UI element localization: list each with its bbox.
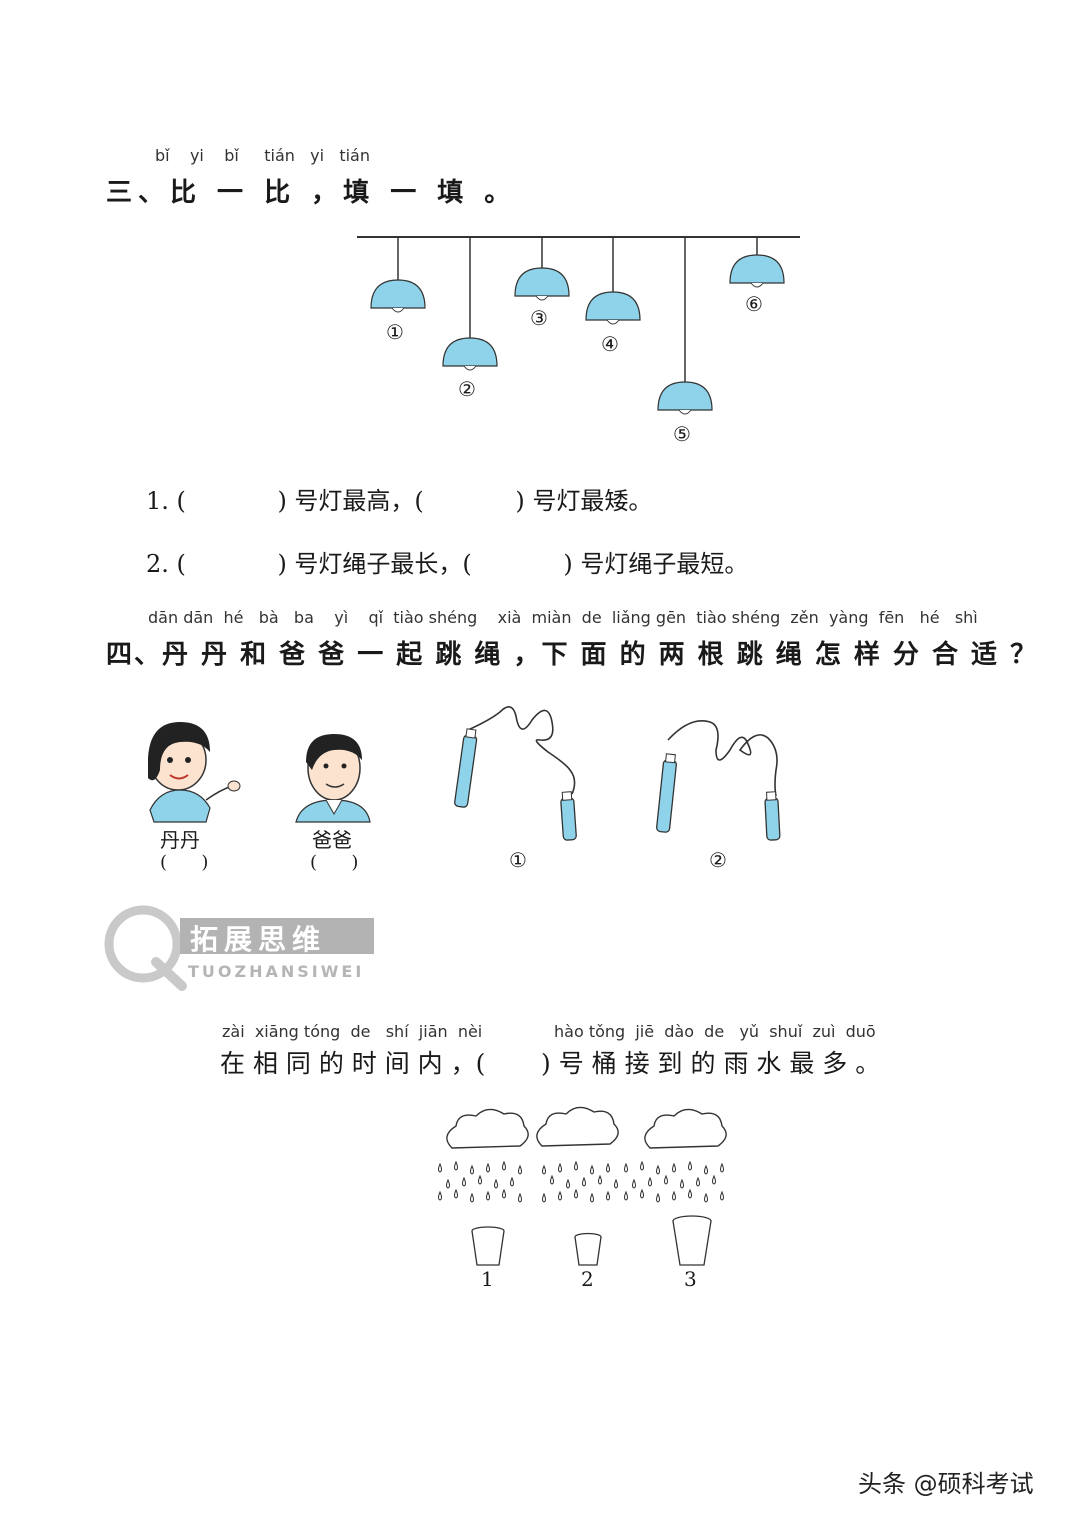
watermark-logo bbox=[104, 905, 374, 991]
raindrop bbox=[518, 1164, 522, 1175]
section4-title: 四、丹 丹 和 爸 爸 一 起 跳 绳 ，下 面 的 两 根 跳 绳 怎 样 分… bbox=[106, 640, 1039, 670]
bucket-label-1: 1 bbox=[481, 1267, 494, 1291]
extension-question: 在 相 同 的 时 间 内 ，( ) 号 桶 接 到 的 雨 水 最 多 。 bbox=[220, 1049, 881, 1078]
raindrop bbox=[518, 1192, 522, 1203]
raindrop bbox=[632, 1178, 636, 1189]
raindrop bbox=[582, 1176, 586, 1187]
rope-label-1: ① bbox=[509, 848, 527, 872]
raindrop bbox=[438, 1162, 442, 1173]
section3-title: 三、比 一 比 ，填 一 填 。 bbox=[106, 178, 517, 208]
bucket-label-2: 2 bbox=[581, 1267, 594, 1291]
girl-dandan-figure bbox=[148, 722, 241, 823]
raindrop bbox=[470, 1192, 474, 1203]
raindrop bbox=[462, 1176, 466, 1187]
raindrop bbox=[656, 1164, 660, 1175]
raindrop bbox=[542, 1164, 546, 1175]
raindrop bbox=[478, 1174, 482, 1185]
raindrop bbox=[438, 1190, 442, 1201]
raindrop bbox=[606, 1190, 610, 1201]
question-1: 1. ( ) 号灯最高，( ) 号灯最矮。 bbox=[146, 487, 653, 515]
raindrop bbox=[640, 1188, 644, 1199]
raindrop bbox=[614, 1178, 618, 1189]
raindrop bbox=[606, 1162, 610, 1173]
raindrops bbox=[438, 1160, 724, 1203]
lamp-label-5: ⑤ bbox=[673, 422, 691, 446]
person-label-father: 爸爸 bbox=[312, 828, 352, 852]
jump-rope-2 bbox=[656, 720, 781, 841]
raindrop bbox=[720, 1162, 724, 1173]
raindrop bbox=[454, 1160, 458, 1171]
question-2: 2. ( ) 号灯绳子最长，( ) 号灯绳子最短。 bbox=[146, 550, 749, 578]
raindrop bbox=[486, 1162, 490, 1173]
raindrop bbox=[712, 1174, 716, 1185]
raindrop bbox=[510, 1176, 514, 1187]
lamp-label-6: ⑥ bbox=[745, 292, 763, 316]
raindrop bbox=[574, 1188, 578, 1199]
raindrop bbox=[566, 1178, 570, 1189]
raindrop bbox=[688, 1188, 692, 1199]
lamp-6 bbox=[729, 237, 785, 288]
watermark-title: 拓展思维 bbox=[190, 923, 327, 956]
raindrop bbox=[574, 1160, 578, 1171]
raindrop bbox=[656, 1192, 660, 1203]
raindrop bbox=[688, 1160, 692, 1171]
raindrop bbox=[502, 1188, 506, 1199]
raindrop bbox=[624, 1190, 628, 1201]
extension-pinyin-right: hào tǒng jiē dào de yǔ shuǐ zuì duō bbox=[554, 1022, 876, 1041]
raindrop bbox=[664, 1174, 668, 1185]
lamp-3 bbox=[514, 237, 570, 301]
raindrop bbox=[696, 1176, 700, 1187]
raindrop bbox=[486, 1190, 490, 1201]
lamp-label-4: ④ bbox=[601, 332, 619, 356]
raindrop bbox=[446, 1178, 450, 1189]
lamp-5 bbox=[657, 237, 713, 415]
raindrop bbox=[550, 1174, 554, 1185]
jump-rope-1 bbox=[454, 706, 577, 841]
raindrop bbox=[640, 1160, 644, 1171]
raindrop bbox=[680, 1178, 684, 1189]
raindrop bbox=[590, 1164, 594, 1175]
bucket-1 bbox=[471, 1226, 505, 1266]
answer-blank-dandan: ( ) bbox=[160, 852, 209, 873]
raindrop bbox=[470, 1164, 474, 1175]
lamp-1 bbox=[370, 237, 426, 313]
answer-blank-father: ( ) bbox=[310, 852, 359, 873]
father-figure bbox=[295, 734, 371, 823]
source-credit: 头条 @硕科考试 bbox=[858, 1470, 1034, 1498]
raindrop bbox=[624, 1162, 628, 1173]
watermark-subtitle: TUOZHANSIWEI bbox=[188, 962, 365, 981]
raindrop bbox=[494, 1178, 498, 1189]
raindrop bbox=[502, 1160, 506, 1171]
raindrop bbox=[454, 1188, 458, 1199]
raindrop bbox=[558, 1190, 562, 1201]
section4-pinyin: dān dān hé bà ba yì qǐ tiào shéng xià mi… bbox=[148, 608, 978, 627]
raindrop bbox=[672, 1190, 676, 1201]
raindrop bbox=[720, 1190, 724, 1201]
raindrop bbox=[672, 1162, 676, 1173]
lamp-label-1: ① bbox=[386, 320, 404, 344]
raindrop bbox=[590, 1192, 594, 1203]
rope-label-2: ② bbox=[709, 848, 727, 872]
raindrop bbox=[542, 1192, 546, 1203]
raindrop bbox=[704, 1164, 708, 1175]
bucket-3 bbox=[672, 1215, 712, 1266]
section3-pinyin: bǐ yi bǐ tián yi tián bbox=[155, 146, 370, 165]
person-label-dandan: 丹丹 bbox=[160, 828, 200, 852]
bucket-label-3: 3 bbox=[684, 1267, 697, 1291]
lamp-label-3: ③ bbox=[530, 306, 548, 330]
clouds-and-rain bbox=[446, 1106, 727, 1149]
raindrop bbox=[598, 1174, 602, 1185]
raindrop bbox=[558, 1162, 562, 1173]
raindrop bbox=[648, 1176, 652, 1187]
lamp-label-2: ② bbox=[458, 377, 476, 401]
extension-pinyin-left: zài xiāng tóng de shí jiān nèi bbox=[222, 1022, 483, 1041]
lamp-4 bbox=[585, 237, 641, 325]
bucket-2 bbox=[574, 1232, 602, 1266]
lamp-2 bbox=[442, 237, 498, 371]
raindrop bbox=[704, 1192, 708, 1203]
